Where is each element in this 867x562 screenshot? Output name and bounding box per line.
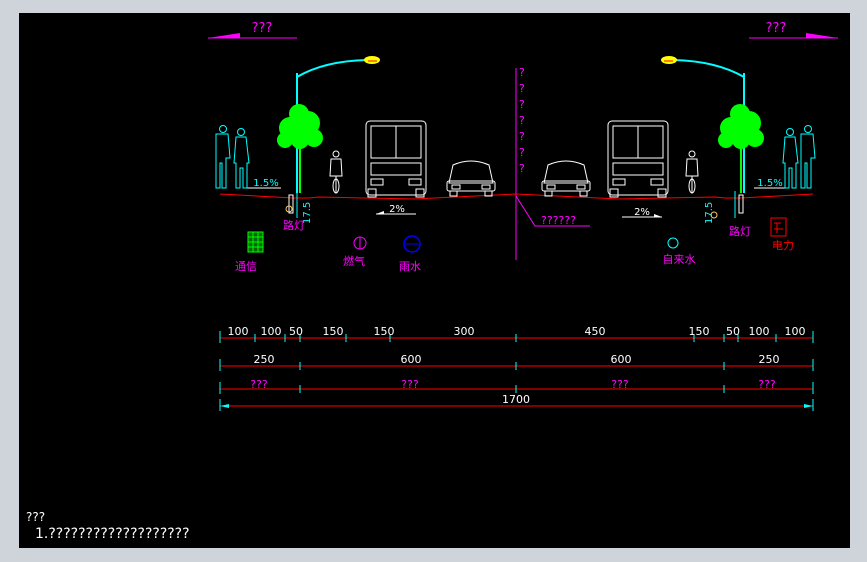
- dimension-value: 50: [289, 325, 303, 338]
- utility-label-water: 自来水: [663, 253, 696, 266]
- utility-label-power: 电力: [772, 239, 794, 252]
- water-main: 自来水: [663, 237, 696, 266]
- curb-height-left: 17.5: [302, 202, 313, 224]
- road-centerline: ? ? ? ? ? ? ? ??????: [515, 66, 590, 260]
- ground-profile: 17.5 17.5: [219, 191, 814, 224]
- pedestrians-left: [215, 125, 250, 189]
- dimension-total: 1700: [502, 393, 530, 406]
- direction-label-right: ???: [766, 21, 787, 36]
- bus-right: [607, 120, 669, 198]
- dimension-label: ???: [758, 378, 776, 391]
- slope-sidewalk-left: 1.5%: [253, 178, 278, 189]
- notes-line-1: 1.???????????????????: [35, 526, 190, 542]
- streetlight-cable-left: 路灯: [283, 205, 305, 232]
- dimension-label: ???: [611, 378, 629, 391]
- dimension-value: 450: [585, 325, 606, 338]
- slope-labels: 1.5% 1.5% 2% 2%: [246, 178, 789, 218]
- median-char: ?: [519, 98, 525, 111]
- median-char: ?: [519, 162, 525, 175]
- median-char: ?: [519, 114, 525, 127]
- dimension-value: 100: [785, 325, 806, 338]
- dimension-value: 600: [611, 353, 632, 366]
- gas-pipe: 燃气: [343, 236, 367, 268]
- dimension-row-sections: 250 600 600 250: [219, 353, 814, 371]
- bus-left: [365, 120, 427, 198]
- direction-arrow-right: ???: [749, 21, 838, 39]
- car-right: [541, 160, 591, 197]
- utility-label-gas: 燃气: [343, 254, 365, 268]
- slope-road-right: 2%: [634, 207, 650, 218]
- dimension-value: 250: [759, 353, 780, 366]
- notes-heading: ???: [26, 510, 46, 524]
- dimension-value: 150: [689, 325, 710, 338]
- dimension-value: 100: [228, 325, 249, 338]
- tree-right: [718, 104, 764, 193]
- direction-arrow-left: ???: [208, 21, 297, 39]
- median-char: ?: [519, 66, 525, 79]
- dimension-value: 100: [749, 325, 770, 338]
- curb-right: [738, 194, 744, 214]
- curb-left: [288, 194, 294, 214]
- dimension-value: 600: [401, 353, 422, 366]
- median-char: ?: [519, 146, 525, 159]
- dimension-value: 150: [323, 325, 344, 338]
- tree-left: [277, 104, 323, 193]
- pedestrians-right: [782, 125, 816, 189]
- utility-label-telecom: 通信: [235, 260, 257, 273]
- direction-label-left: ???: [252, 21, 273, 36]
- dimension-label: ???: [250, 378, 268, 391]
- dimension-value: 50: [726, 325, 740, 338]
- curb-height-right: 17.5: [704, 202, 715, 224]
- power-duct: 电力: [770, 217, 794, 252]
- dimension-value: 100: [261, 325, 282, 338]
- slope-sidewalk-right: 1.5%: [757, 178, 782, 189]
- dimension-row-total: 1700: [219, 393, 814, 411]
- dimension-value: 150: [374, 325, 395, 338]
- telecom-duct: 通信: [235, 231, 264, 273]
- median-char: ?: [519, 82, 525, 95]
- utility-label-storm: 雨水: [399, 260, 421, 273]
- centerline-callout: ??????: [541, 214, 576, 227]
- dimension-row-labels: ??? ??? ??? ???: [219, 378, 814, 394]
- slope-road-left: 2%: [389, 204, 405, 215]
- drawing-canvas[interactable]: ??? ??? ? ? ? ? ? ? ? ??????: [19, 13, 850, 548]
- cyclist-left: [329, 150, 343, 194]
- cyclist-right: [685, 150, 699, 194]
- utility-label-streetlight-left: 路灯: [283, 219, 305, 232]
- median-char: ?: [519, 130, 525, 143]
- car-left: [446, 160, 496, 197]
- storm-sewer: 雨水: [399, 235, 421, 273]
- dimension-value: 250: [254, 353, 275, 366]
- streetlight-cable-right: 路灯: [710, 211, 751, 238]
- cross-section-drawing: ??? ??? ? ? ? ? ? ? ? ??????: [208, 21, 838, 411]
- utility-label-streetlight-right: 路灯: [729, 225, 751, 238]
- dimension-value: 300: [454, 325, 475, 338]
- dimension-label: ???: [401, 378, 419, 391]
- dimension-row-lanes: 100 100 50 150 150 300 450 150 50 100 10…: [219, 325, 814, 343]
